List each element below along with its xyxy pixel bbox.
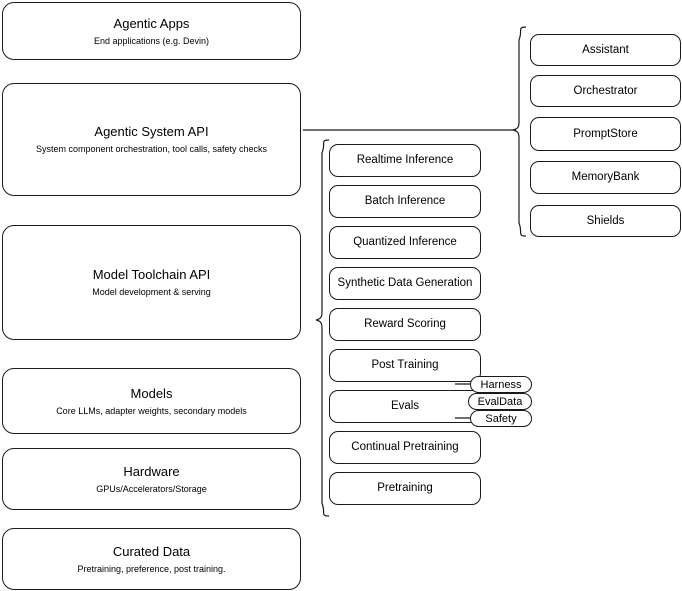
layer-subtitle: Model development & serving [92, 287, 211, 297]
component-box-shields[interactable]: Shields [530, 205, 681, 237]
bracket-model-toolchain-components [315, 139, 330, 517]
component-box-promptstore[interactable]: PromptStore [530, 117, 681, 151]
component-box-batch-inference[interactable]: Batch Inference [329, 185, 481, 218]
component-box-quantized-inference[interactable]: Quantized Inference [329, 226, 481, 259]
evals-subcomponent-label: Safety [485, 412, 517, 425]
component-label: Evals [390, 400, 420, 412]
layer-box-curated-data[interactable]: Curated Data Pretraining, preference, po… [2, 528, 301, 590]
component-box-synthetic-data-generation[interactable]: Synthetic Data Generation [329, 267, 481, 300]
component-label: Reward Scoring [364, 318, 446, 330]
component-label: Post Training [371, 359, 439, 371]
component-label: Realtime Inference [356, 154, 454, 166]
layer-box-models[interactable]: Models Core LLMs, adapter weights, secon… [2, 368, 301, 434]
component-box-pretraining[interactable]: Pretraining [329, 472, 481, 505]
layer-box-hardware[interactable]: Hardware GPUs/Accelerators/Storage [2, 448, 301, 510]
layer-box-model-toolchain-api[interactable]: Model Toolchain API Model development & … [2, 225, 301, 340]
layer-subtitle: Pretraining, preference, post training. [77, 563, 226, 574]
layer-title: Agentic System API [94, 124, 209, 139]
layer-box-agentic-system-api[interactable]: Agentic System API System component orch… [2, 83, 301, 196]
component-box-realtime-inference[interactable]: Realtime Inference [329, 144, 481, 177]
evals-subcomponent-harness[interactable]: Harness [470, 376, 532, 393]
component-label: MemoryBank [571, 171, 640, 183]
component-label: Quantized Inference [353, 236, 457, 248]
component-box-assistant[interactable]: Assistant [530, 34, 681, 66]
component-label: Shields [586, 214, 625, 227]
component-label: PromptStore [573, 127, 638, 140]
component-box-evals[interactable]: Evals [329, 390, 481, 423]
layer-title: Hardware [123, 463, 180, 479]
layer-subtitle: System component orchestration, tool cal… [35, 144, 268, 154]
evals-subcomponent-label: Harness [480, 378, 522, 391]
component-box-reward-scoring[interactable]: Reward Scoring [329, 308, 481, 341]
layer-title: Curated Data [112, 543, 191, 559]
layer-subtitle: GPUs/Accelerators/Storage [96, 483, 207, 494]
component-box-memorybank[interactable]: MemoryBank [530, 161, 681, 194]
component-label: Assistant [582, 43, 629, 56]
component-label: Synthetic Data Generation [337, 277, 473, 289]
component-box-orchestrator[interactable]: Orchestrator [530, 75, 681, 107]
component-box-post-training[interactable]: Post Training [329, 349, 481, 382]
component-box-continual-pretraining[interactable]: Continual Pretraining [329, 431, 481, 464]
evals-subcomponent-safety[interactable]: Safety [470, 410, 532, 427]
evals-subcomponent-label: EvalData [477, 395, 523, 408]
layer-title: Model Toolchain API [92, 267, 211, 282]
component-label: Batch Inference [364, 195, 446, 207]
component-label: Orchestrator [573, 84, 638, 97]
layer-subtitle: End applications (e.g. Devin) [93, 35, 210, 46]
component-label: Pretraining [377, 482, 433, 494]
layer-box-agentic-apps[interactable]: Agentic Apps End applications (e.g. Devi… [2, 2, 301, 60]
layer-title: Models [130, 385, 173, 401]
layer-title: Agentic Apps [113, 15, 190, 31]
evals-subcomponent-evaldata[interactable]: EvalData [468, 393, 532, 410]
bracket-agentic-system-components [512, 26, 527, 237]
layer-subtitle: Core LLMs, adapter weights, secondary mo… [56, 405, 247, 416]
component-label: Continual Pretraining [351, 441, 459, 453]
